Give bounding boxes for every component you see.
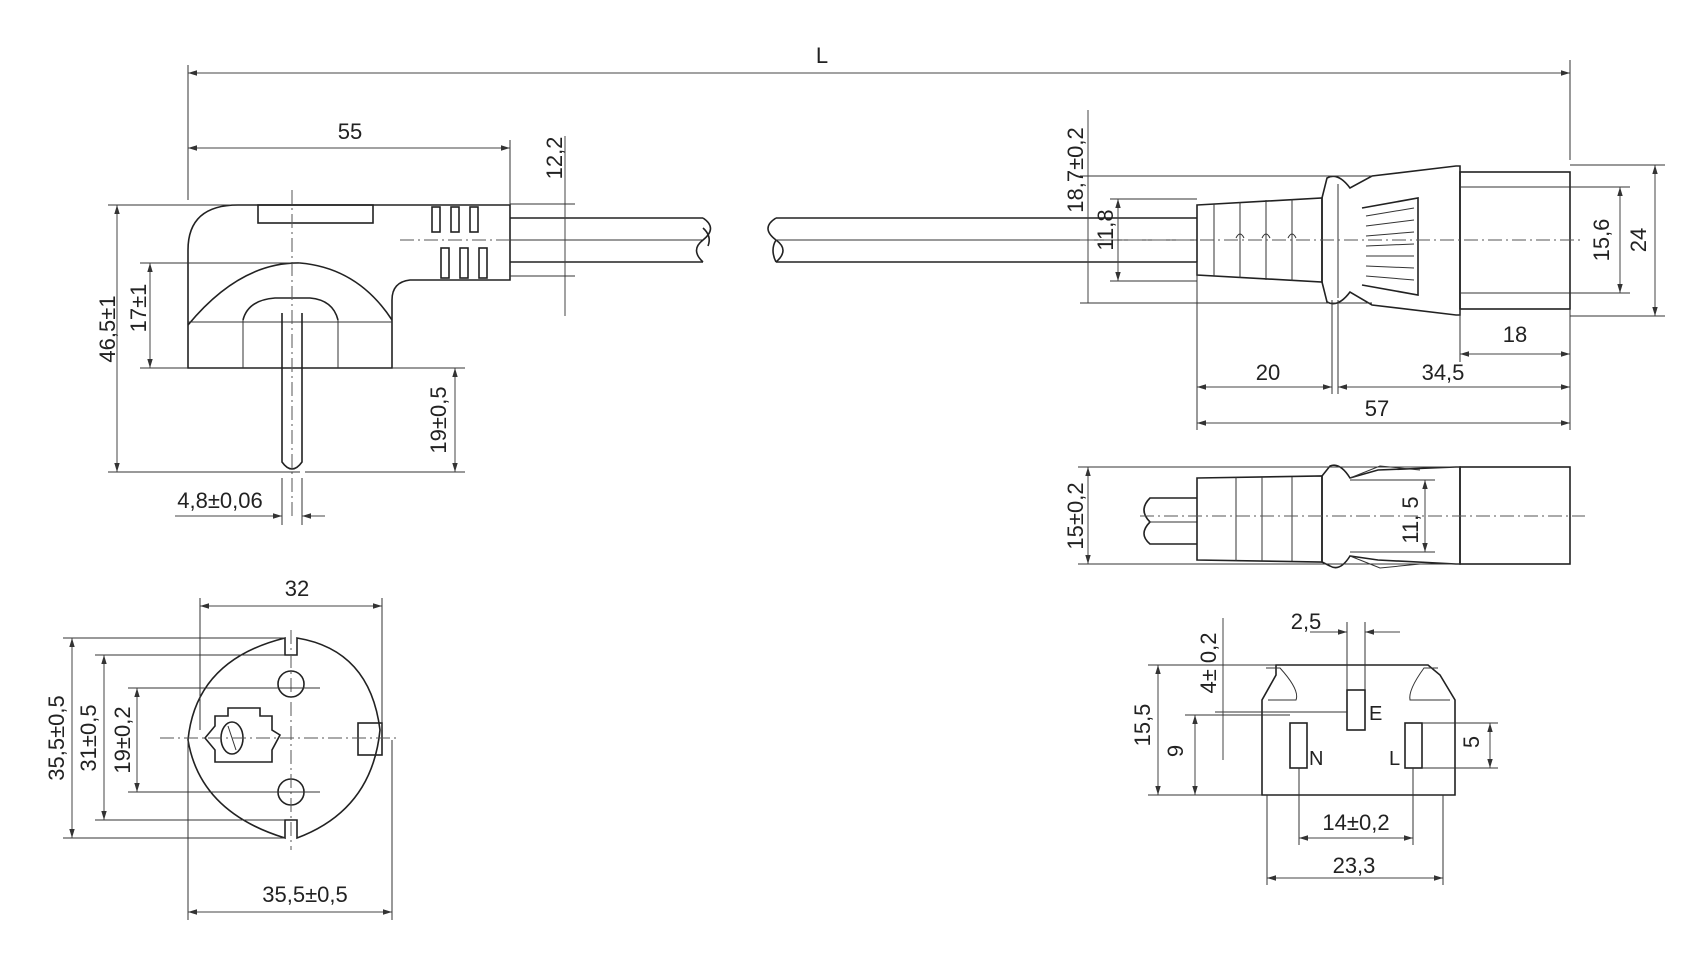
- connector-outer-dimension: 18,7±0,2: [1063, 110, 1372, 304]
- plug-face-width-dimension: 32: [199, 576, 383, 730]
- cable-diameter-dimension: 12,2: [510, 136, 575, 316]
- connector-grip-label: 20: [1256, 360, 1280, 385]
- pin-label-l: L: [1389, 748, 1400, 770]
- plug-face-inner-height-label: 31±0,5: [76, 704, 101, 771]
- pin-offset-label: 17±1: [126, 284, 151, 333]
- connector-pin-height-label: 9: [1163, 745, 1188, 757]
- connector-face-width-dimension: 23,3: [1266, 795, 1444, 885]
- pin-diameter-label: 4,8±0,06: [177, 488, 262, 513]
- connector-inner-label: 15,6: [1589, 219, 1614, 262]
- plug-face-bottom-dimension: 35,5±0,5: [187, 740, 393, 920]
- connector-top-neck-label: 11, 5: [1398, 496, 1423, 543]
- connector-head-label: 34,5: [1422, 360, 1465, 385]
- earth-pin-slot: [1346, 689, 1366, 731]
- plug-face-pin-spacing-label: 19±0,2: [110, 706, 135, 773]
- plug-face-bottom-label: 35,5±0,5: [262, 882, 347, 907]
- overall-length-dimension: L: [187, 43, 1571, 200]
- connector-top-height-dimension: 15±0,2: [1063, 466, 1460, 565]
- plug-face-outer-height-dimension: 35,5±0,5: [44, 637, 285, 839]
- pin-offset-dimension: 17±1: [126, 262, 300, 369]
- connector-face-height-label: 15,5: [1130, 704, 1155, 747]
- plug-face-inner-height-dimension: 31±0,5: [76, 654, 285, 821]
- pin-length-label: 19±0,5: [426, 386, 451, 453]
- plug-pin: [281, 313, 303, 470]
- connector-top-neck-dimension: 11, 5: [1350, 479, 1435, 553]
- connector-top-height-label: 15±0,2: [1063, 482, 1088, 549]
- vent-slots: [431, 206, 488, 279]
- connector-top-view: [1140, 464, 1585, 569]
- cable-diameter-label: 12,2: [542, 137, 567, 180]
- connector-body-dimension: 24: [1570, 164, 1665, 317]
- pin-diameter-dimension: 4,8±0,06: [175, 478, 325, 525]
- connector-tail-dimension: 18: [1459, 309, 1570, 362]
- grip-ribs: [1361, 197, 1419, 296]
- plug-side-view: [187, 190, 712, 520]
- live-pin-slot: [1404, 722, 1423, 769]
- connector-face-width-label: 23,3: [1333, 853, 1376, 878]
- connector-face-height-dimension: 15,5: [1130, 664, 1276, 796]
- connector-outer-label: 18,7±0,2: [1063, 127, 1088, 212]
- connector-neck-dimension: 11,8: [1093, 198, 1197, 282]
- connector-slot-dimension: 5: [1422, 722, 1498, 769]
- connector-slot-label: 5: [1459, 736, 1484, 748]
- plug-face-outer-height-label: 35,5±0,5: [44, 695, 69, 780]
- connector-pin-height-dimension: 9: [1163, 714, 1290, 796]
- connector-side-view: [767, 165, 1580, 316]
- connector-pin-spacing-dimension: 14±0,2: [1298, 768, 1414, 845]
- connector-body-label: 24: [1626, 228, 1651, 252]
- pin-label-n: N: [1309, 748, 1323, 770]
- pin-label-e: E: [1369, 703, 1382, 725]
- connector-pin-spacing-label: 14±0,2: [1322, 810, 1389, 835]
- pin-length-dimension: 19±0,5: [305, 367, 465, 473]
- connector-neck-label: 11,8: [1093, 209, 1118, 250]
- connector-front-face: E N L: [1261, 664, 1456, 796]
- connector-total-label: 57: [1365, 396, 1389, 421]
- plug-length-label: 55: [338, 119, 362, 144]
- connector-tail-label: 18: [1503, 322, 1527, 347]
- connector-earth-offset-dimension: 4± 0,2: [1196, 618, 1347, 760]
- connector-pin-width-dimension: 2,5: [1291, 609, 1400, 690]
- connector-earth-offset-label: 4± 0,2: [1196, 632, 1221, 693]
- plug-front-face: [160, 630, 400, 850]
- connector-length-dimensions: 20 34,5 57: [1196, 262, 1571, 430]
- overall-length-label: L: [816, 43, 828, 68]
- plug-height-label: 46,5±1: [95, 295, 120, 362]
- connector-pin-width-label: 2,5: [1291, 609, 1322, 634]
- neutral-pin-slot: [1289, 722, 1308, 769]
- plug-face-width-label: 32: [285, 576, 309, 601]
- plug-length-dimension: 55: [188, 119, 511, 205]
- plug-height-dimension: 46,5±1: [95, 204, 300, 473]
- plug-face-pin-spacing-dimension: 19±0,2: [110, 687, 320, 793]
- connector-inner-dimension: 15,6: [1460, 186, 1630, 294]
